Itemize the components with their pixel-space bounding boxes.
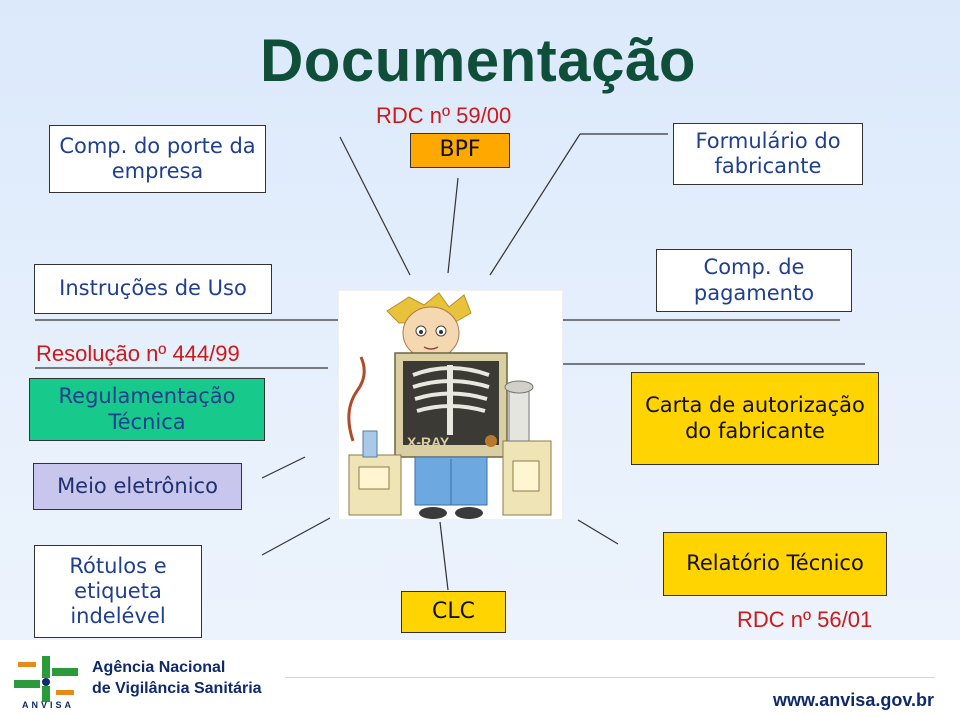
box-clc-text: CLC (432, 598, 475, 624)
agency-name: Agência Nacional de Vigilância Sanitária (92, 658, 262, 700)
box-clc: CLC (401, 591, 506, 633)
box-instrucoes-uso-text: Instruções de Uso (59, 276, 247, 301)
xray-illustration-svg: X-RAY (339, 291, 562, 519)
anvisa-logo-icon (14, 656, 78, 702)
label-resolucao-444: Resolução nº 444/99 (36, 341, 240, 366)
box-comp-pagamento-text: Comp. de pagamento (693, 255, 815, 305)
xray-caption: X-RAY (407, 434, 450, 450)
agency-line-1: Agência Nacional (92, 659, 226, 676)
box-comp-pagamento: Comp. de pagamento (656, 249, 852, 312)
box-relatorio-tecnico-text: Relatório Técnico (686, 551, 864, 576)
box-instrucoes-uso: Instruções de Uso (34, 264, 272, 314)
box-formulario-text: Formulário do fabricante (695, 128, 841, 178)
agency-line-2: de Vigilância Sanitária (92, 679, 262, 697)
label-rdc-59: RDC nº 59/00 (376, 103, 512, 128)
box-porte-empresa: Comp. do porte da empresa (49, 125, 266, 193)
box-regulamentacao: Regulamentação Técnica (29, 378, 265, 441)
box-relatorio-tecnico: Relatório Técnico (663, 532, 887, 596)
box-rotulos-text: Rótulos e etiqueta indelével (69, 553, 167, 629)
xray-illustration: X-RAY (338, 290, 563, 520)
label-rdc-56: RDC nº 56/01 (737, 607, 873, 632)
agency-url-link[interactable]: www.anvisa.gov.br (772, 690, 934, 710)
page-title: Documentação (259, 27, 697, 94)
box-bpf: BPF (410, 133, 510, 168)
footer-divider (285, 677, 935, 678)
box-porte-empresa-text: Comp. do porte da empresa (59, 133, 256, 183)
box-formulario: Formulário do fabricante (673, 123, 863, 185)
box-carta-autorizacao: Carta de autorização do fabricante (631, 372, 879, 465)
footer: ANVISA Agência Nacional de Vigilância Sa… (0, 640, 960, 715)
box-regulamentacao-text: Regulamentação Técnica (58, 384, 236, 434)
box-meio-eletronico: Meio eletrônico (33, 463, 242, 510)
box-bpf-text: BPF (439, 137, 481, 163)
box-meio-eletronico-text: Meio eletrônico (57, 473, 218, 498)
anvisa-wordmark: ANVISA (22, 700, 75, 710)
box-carta-autorizacao-text: Carta de autorização do fabricante (645, 393, 865, 443)
box-rotulos: Rótulos e etiqueta indelével (34, 545, 202, 638)
